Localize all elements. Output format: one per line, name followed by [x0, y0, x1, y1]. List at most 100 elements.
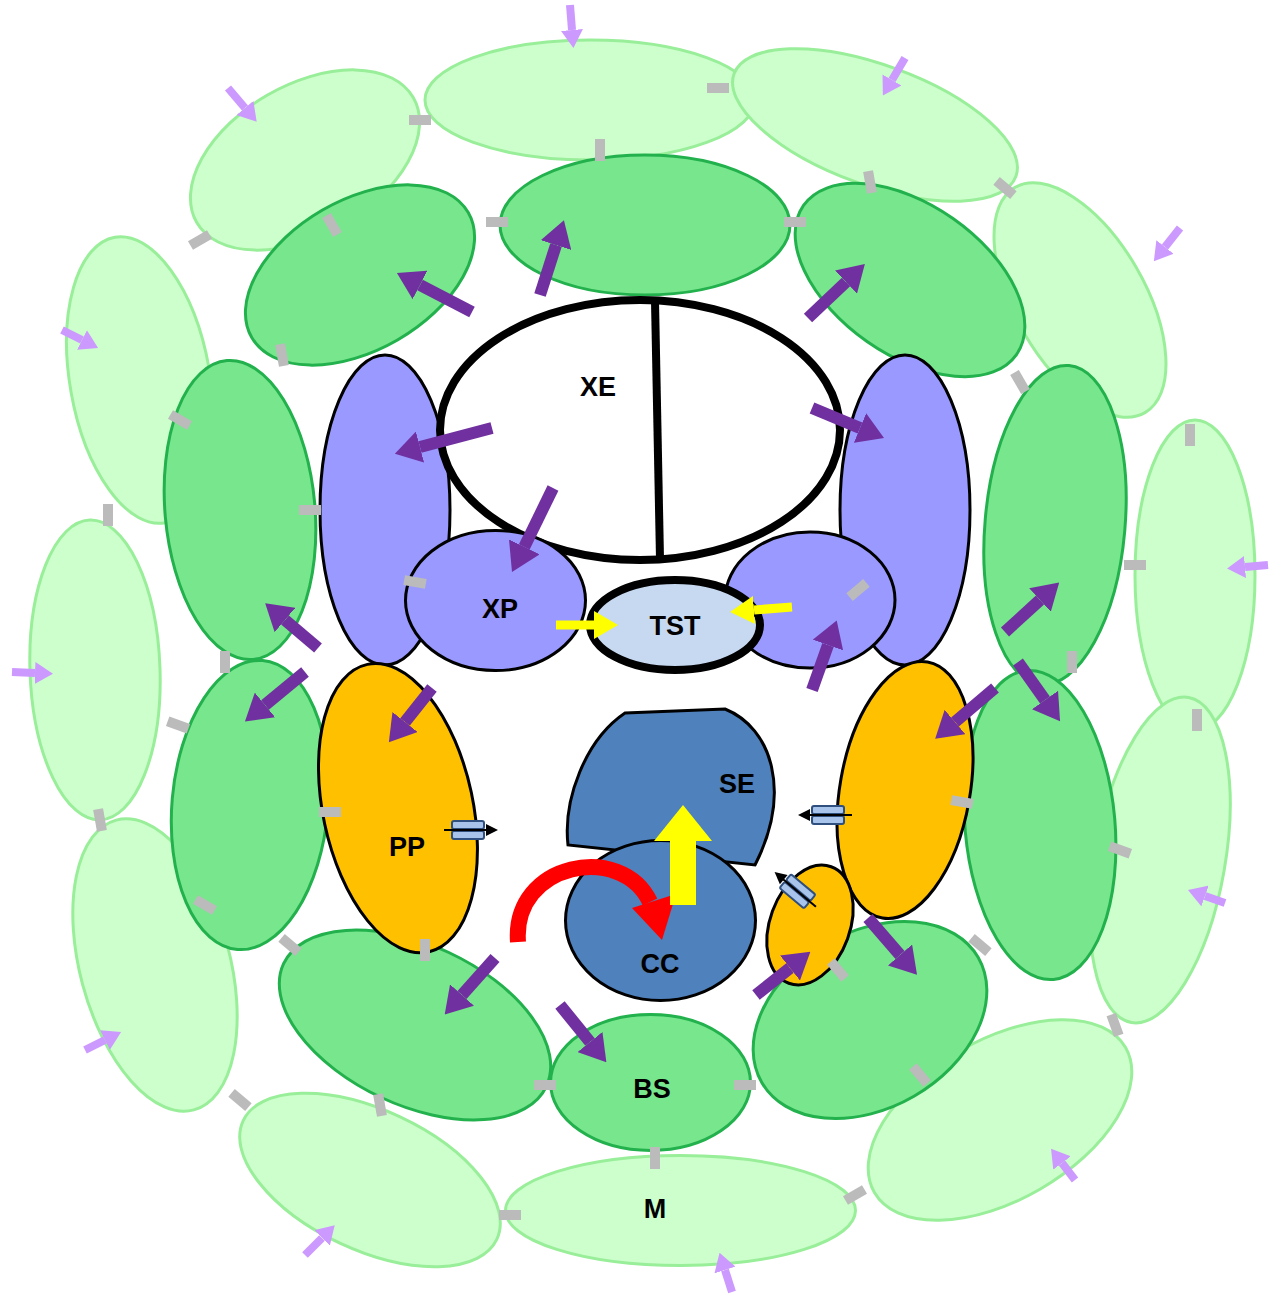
plasmodesma [1107, 1013, 1124, 1037]
plasmodesma [863, 170, 877, 193]
vein-flow-arrows [265, 245, 1045, 1042]
plasmodesma [534, 1080, 556, 1090]
cell-shape [440, 300, 840, 560]
flow-arrow [812, 645, 828, 690]
plasmodesma [166, 717, 190, 734]
xylem-vessel: XE [436, 296, 844, 564]
flow-arrow [1005, 600, 1040, 632]
plasmodesmata [93, 83, 1202, 1220]
cell-shape [505, 1155, 855, 1265]
plasmodesma [499, 1210, 521, 1220]
plasmodesma [595, 139, 605, 161]
flow-arrow [405, 688, 432, 722]
plasmodesma [228, 1089, 251, 1111]
transporter-symbol [769, 865, 822, 913]
plasmodesma [950, 795, 973, 809]
flow-arrow [955, 688, 995, 722]
flow-arrow [670, 841, 696, 905]
plasmodesma [1010, 370, 1030, 394]
flow-arrow [62, 330, 82, 340]
plasmodesma [846, 579, 869, 601]
flow-arrow [285, 620, 318, 648]
plasmodesma [322, 213, 342, 237]
flow-arrow [754, 607, 792, 610]
phloem-parenchyma-cells [751, 651, 991, 997]
plasmodesma [1108, 842, 1132, 859]
flow-arrow [725, 1270, 732, 1292]
flow-arrow [1245, 565, 1268, 567]
plasmodesma [220, 651, 230, 673]
cell-label: BS [633, 1075, 671, 1105]
flow-arrow [570, 5, 572, 30]
plasmodesma [319, 807, 341, 817]
plasmodesma [993, 177, 1016, 199]
flow-arrow [420, 428, 492, 447]
phloem-parenchyma-cell [751, 853, 869, 997]
mesophyll-cell [25, 518, 165, 822]
flow-arrow [85, 1040, 105, 1050]
plasmodesma [1067, 651, 1077, 673]
cell-label: TST [650, 612, 701, 642]
flow-arrow [812, 408, 860, 428]
cell-outline [317, 662, 479, 954]
flow-arrow [524, 488, 553, 547]
vessel-wall [655, 301, 660, 559]
bundle-sheath-cell [718, 881, 1023, 1158]
plasmodesma [299, 505, 321, 515]
mesophyll-ring [25, 17, 1255, 1298]
plasmodesma [275, 343, 289, 366]
phloem-parenchyma-cell: PP [317, 662, 479, 954]
plasmodesma [188, 230, 212, 250]
bundle-sheath-cell [214, 148, 506, 403]
plasmodesma [784, 217, 806, 227]
flow-arrow [1062, 1163, 1075, 1180]
flow-arrow [305, 1238, 322, 1255]
plasmodesma [278, 934, 301, 956]
plasmodesma [843, 1185, 867, 1205]
cell-outline [504, 1154, 857, 1267]
mesophyll-influx-arrows [12, 5, 1268, 1292]
flow-arrow [420, 285, 472, 312]
flow-arrow [228, 88, 245, 108]
flow-arrow [808, 282, 846, 318]
cell-label: CC [641, 950, 680, 980]
curved-arrow [518, 867, 650, 942]
flow-arrow [540, 245, 556, 295]
bundle-sheath-cell [952, 664, 1128, 986]
flow-arrow [265, 672, 305, 705]
plasmodesma [707, 83, 729, 93]
flow-arrow [1205, 896, 1225, 903]
cell-label: PP [389, 833, 425, 863]
plasmodesma [827, 958, 849, 981]
bundle-sheath-ring [152, 144, 1138, 1159]
mesophyll-cell: M [504, 1154, 857, 1267]
plasmodesma [1185, 424, 1195, 446]
bundle-sheath-cell [971, 360, 1138, 691]
flow-arrow [462, 958, 495, 995]
loading-arrow [518, 867, 676, 942]
cell-outline [436, 296, 844, 564]
flow-arrow [1165, 228, 1180, 247]
plasmodesma [734, 1080, 756, 1090]
flow-arrow [892, 58, 905, 80]
bundle-sheath-cell [500, 155, 790, 295]
flow-arrow [868, 918, 900, 955]
bundle-sheath-cell [160, 654, 341, 956]
plasmodesma [1124, 560, 1146, 570]
flow-arrow [560, 1005, 590, 1042]
cell-label: M [644, 1195, 667, 1225]
plasmodesma [103, 504, 113, 526]
transporter-symbol [798, 806, 852, 824]
mesophyll-cell [1135, 420, 1255, 730]
plasmodesma [650, 1147, 660, 1169]
cell-shape [294, 649, 502, 968]
cell-label: XP [482, 595, 518, 625]
plasmodesma [93, 808, 107, 831]
transfer-cell: TST [586, 576, 764, 674]
plasmodesma [403, 575, 426, 589]
plasmodesma [1192, 709, 1202, 731]
cell-label: XE [580, 373, 616, 403]
flow-arrow [1018, 662, 1045, 700]
